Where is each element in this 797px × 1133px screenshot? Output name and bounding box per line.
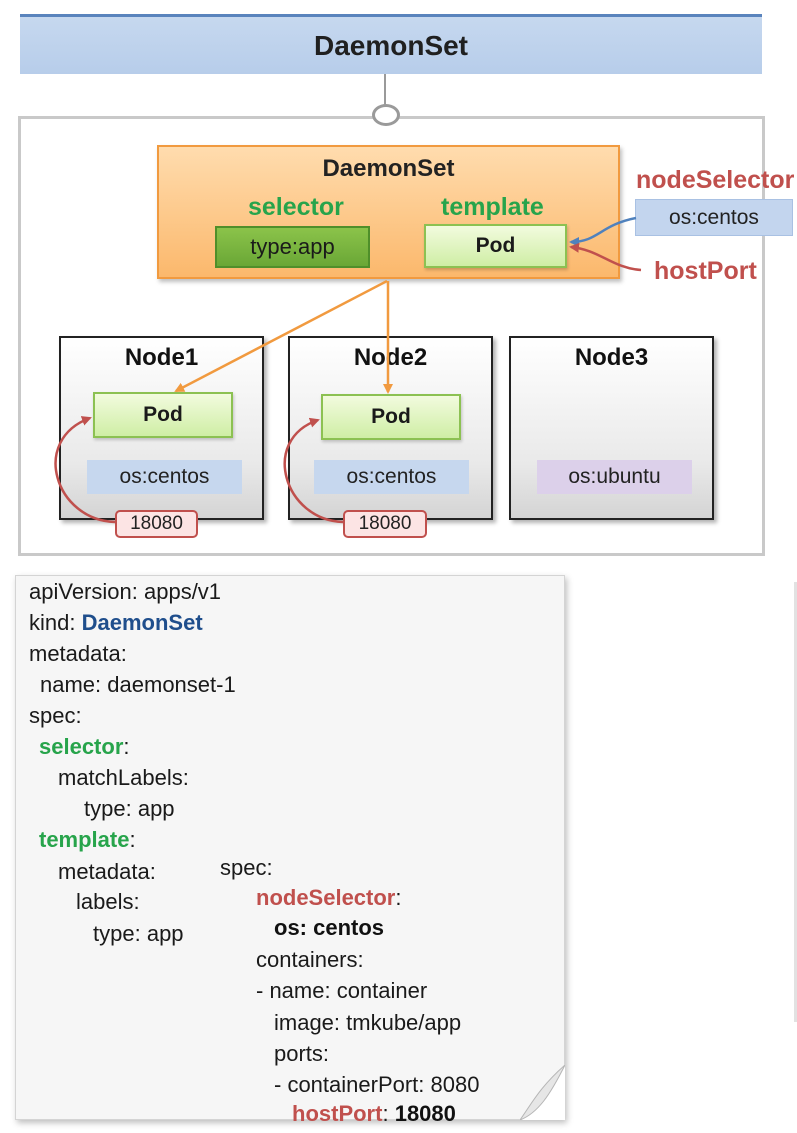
node1-os-tag: os:centos: [87, 460, 242, 494]
header-connector-line: [384, 74, 386, 108]
yaml-line-host-port: hostPort: 18080: [292, 1101, 456, 1126]
template-label: template: [441, 193, 544, 221]
diagram-header: DaemonSet: [20, 14, 762, 74]
node1-port-tag: 18080: [115, 510, 198, 538]
template-pod-label: Pod: [475, 234, 516, 257]
daemonset-title: DaemonSet: [322, 155, 455, 182]
selector-value: type:app: [250, 234, 335, 259]
node3-os-label: os:ubuntu: [568, 465, 661, 488]
header-title: DaemonSet: [313, 29, 469, 61]
yaml-line-container-name: - name: container: [256, 978, 428, 1003]
page-curl-decoration: [520, 1065, 565, 1120]
yaml-line-match-labels: matchLabels:: [58, 765, 189, 790]
node2-port-tag: 18080: [343, 510, 427, 538]
node2-os-label: os:centos: [346, 465, 437, 488]
node1-pod-label: Pod: [143, 403, 183, 426]
node-selector-value-tag: os:centos: [635, 199, 793, 236]
node1-os-label: os:centos: [119, 465, 210, 488]
template-pod-box: Pod: [424, 224, 567, 268]
node1-pod: Pod: [93, 392, 233, 438]
yaml-line-os: os: centos: [274, 915, 385, 940]
selector-label: selector: [248, 193, 344, 221]
yaml-line-image: image: tmkube/app: [274, 1010, 462, 1035]
header-connector-circle: [372, 104, 400, 126]
node2-title: Node2: [353, 344, 428, 371]
yaml-line-labels: labels:: [76, 889, 140, 914]
node2-os-tag: os:centos: [314, 460, 469, 494]
yaml-line-node-selector: nodeSelector:: [256, 885, 402, 910]
yaml-line-name: name: daemonset-1: [40, 672, 236, 697]
yaml-line-metadata-2: metadata:: [58, 859, 156, 884]
node3-os-tag: os:ubuntu: [537, 460, 692, 494]
node2-pod: Pod: [321, 394, 461, 440]
right-edge-divider: [794, 582, 797, 1022]
yaml-page: apiVersion: apps/v1 kind: DaemonSet meta…: [15, 575, 565, 1126]
node3-title: Node3: [574, 344, 649, 371]
yaml-line-template: template:: [39, 827, 136, 852]
host-port-label: hostPort: [654, 257, 757, 285]
node1-port-label: 18080: [130, 513, 183, 534]
yaml-line-type: type: app: [84, 796, 175, 821]
yaml-line-selector: selector:: [39, 734, 130, 759]
selector-value-box: type:app: [215, 226, 370, 268]
yaml-line-spec-2: spec:: [220, 855, 273, 880]
node2-pod-label: Pod: [371, 405, 411, 428]
yaml-line-type-2: type: app: [93, 921, 184, 946]
yaml-line-api-version: apiVersion: apps/v1: [29, 579, 222, 604]
node1-title: Node1: [124, 344, 199, 371]
yaml-line-spec: spec:: [29, 703, 82, 728]
yaml-line-containers: containers:: [256, 947, 364, 972]
node-selector-label: nodeSelector: [636, 166, 795, 194]
yaml-line-kind: kind: DaemonSet: [29, 610, 203, 635]
yaml-line-ports: ports:: [274, 1041, 330, 1066]
node2-port-label: 18080: [358, 513, 412, 534]
node-selector-value: os:centos: [669, 205, 759, 229]
yaml-line-container-port: - containerPort: 8080: [274, 1072, 480, 1097]
yaml-line-metadata: metadata:: [29, 641, 127, 666]
